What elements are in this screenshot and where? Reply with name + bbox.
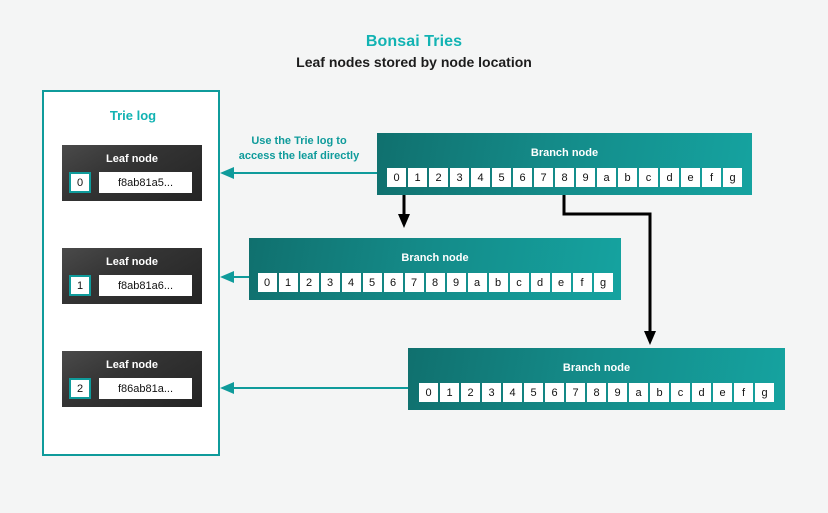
annotation-line-2: access the leaf directly (238, 150, 360, 162)
arrow-branch-bottom-to-leaf-2 (220, 382, 408, 394)
branch-cell-b[interactable]: b (488, 273, 508, 292)
branch-cell-6[interactable]: 6 (545, 383, 564, 402)
branch-cell-d[interactable]: d (660, 168, 679, 187)
branch-cell-b[interactable]: b (650, 383, 669, 402)
branch-node-label: Branch node (530, 147, 599, 159)
leaf-node-row: 1 f8ab81a6... (69, 275, 192, 296)
branch-cell-f[interactable]: f (702, 168, 721, 187)
branch-cell-e[interactable]: e (713, 383, 732, 402)
branch-cell-5[interactable]: 5 (492, 168, 511, 187)
leaf-node-index: 1 (69, 275, 91, 296)
leaf-node-index: 2 (69, 378, 91, 399)
branch-cell-5[interactable]: 5 (362, 273, 382, 292)
leaf-node-label: Leaf node (106, 256, 158, 268)
leaf-node-index: 0 (69, 172, 91, 193)
arrow-branch-top-0-to-mid (398, 195, 410, 228)
branch-node-label: Branch node (562, 362, 631, 374)
branch-cell-2[interactable]: 2 (299, 273, 319, 292)
branch-cell-3[interactable]: 3 (482, 383, 501, 402)
branch-cell-a[interactable]: a (597, 168, 616, 187)
branch-cell-9[interactable]: 9 (446, 273, 466, 292)
branch-cell-0[interactable]: 0 (419, 383, 438, 402)
branch-cell-2[interactable]: 2 (429, 168, 448, 187)
leaf-node-hash: f8ab81a5... (99, 172, 192, 193)
branch-cell-a[interactable]: a (629, 383, 648, 402)
branch-cell-4[interactable]: 4 (471, 168, 490, 187)
trie-log-annotation: Use the Trie log to access the leaf dire… (224, 134, 374, 164)
leaf-node-1[interactable]: Leaf node 1 f8ab81a6... (62, 248, 202, 304)
branch-cell-0[interactable]: 0 (257, 273, 277, 292)
branch-cell-d[interactable]: d (530, 273, 550, 292)
branch-cell-8[interactable]: 8 (587, 383, 606, 402)
branch-cell-3[interactable]: 3 (450, 168, 469, 187)
leaf-node-label: Leaf node (106, 359, 158, 371)
branch-cell-c[interactable]: c (639, 168, 658, 187)
branch-cell-8[interactable]: 8 (425, 273, 445, 292)
branch-cell-e[interactable]: e (681, 168, 700, 187)
branch-node-label: Branch node (401, 252, 469, 264)
branch-cell-a[interactable]: a (467, 273, 487, 292)
arrow-branch-mid-to-leaf-1 (220, 271, 249, 283)
branch-cell-4[interactable]: 4 (503, 383, 522, 402)
branch-cell-g[interactable]: g (755, 383, 774, 402)
leaf-node-row: 2 f86ab81a... (69, 378, 192, 399)
arrow-branch-top-to-leaf-0 (220, 167, 377, 179)
leaf-node-row: 0 f8ab81a5... (69, 172, 192, 193)
annotation-line-1: Use the Trie log to (251, 135, 347, 147)
leaf-node-hash: f86ab81a... (99, 378, 192, 399)
branch-cell-7[interactable]: 7 (566, 383, 585, 402)
branch-cell-1[interactable]: 1 (440, 383, 459, 402)
branch-cell-c[interactable]: c (671, 383, 690, 402)
leaf-node-label: Leaf node (106, 153, 158, 165)
branch-cell-3[interactable]: 3 (320, 273, 340, 292)
page-subtitle: Leaf nodes stored by node location (296, 54, 532, 70)
branch-cell-e[interactable]: e (551, 273, 571, 292)
branch-cell-9[interactable]: 9 (608, 383, 627, 402)
branch-cell-f[interactable]: f (734, 383, 753, 402)
branch-cell-f[interactable]: f (572, 273, 592, 292)
branch-cell-1[interactable]: 1 (408, 168, 427, 187)
branch-cell-5[interactable]: 5 (524, 383, 543, 402)
branch-cell-6[interactable]: 6 (513, 168, 532, 187)
leaf-node-2[interactable]: Leaf node 2 f86ab81a... (62, 351, 202, 407)
branch-cell-g[interactable]: g (593, 273, 613, 292)
branch-cell-d[interactable]: d (692, 383, 711, 402)
branch-cell-9[interactable]: 9 (576, 168, 595, 187)
page-title: Bonsai Tries (365, 33, 463, 50)
branch-cell-7[interactable]: 7 (534, 168, 553, 187)
branch-cell-4[interactable]: 4 (341, 273, 361, 292)
branch-cell-b[interactable]: b (618, 168, 637, 187)
branch-cell-g[interactable]: g (723, 168, 742, 187)
branch-cell-0[interactable]: 0 (387, 168, 406, 187)
branch-cell-7[interactable]: 7 (404, 273, 424, 292)
branch-cell-c[interactable]: c (509, 273, 529, 292)
branch-cell-6[interactable]: 6 (383, 273, 403, 292)
branch-cell-8[interactable]: 8 (555, 168, 574, 187)
leaf-node-0[interactable]: Leaf node 0 f8ab81a5... (62, 145, 202, 201)
leaf-node-hash: f8ab81a6... (99, 275, 192, 296)
branch-cell-1[interactable]: 1 (278, 273, 298, 292)
trie-log-title: Trie log (109, 108, 157, 123)
branch-cell-2[interactable]: 2 (461, 383, 480, 402)
